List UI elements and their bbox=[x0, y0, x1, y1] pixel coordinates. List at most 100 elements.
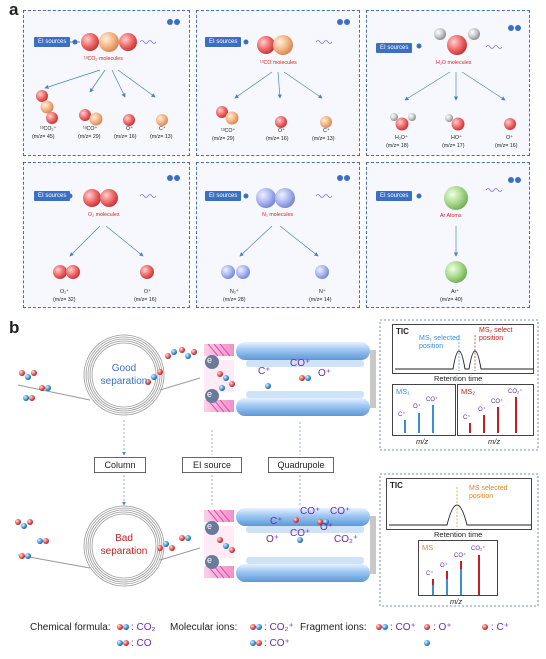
fragment-ion: O₂⁺ bbox=[60, 289, 69, 295]
quadrupole-rods-bottom bbox=[236, 508, 376, 582]
ms2-chart: MS₂ C⁺ O⁺ CO⁺ CO₂⁺ bbox=[457, 384, 534, 436]
peak-label: C⁺ bbox=[426, 571, 434, 577]
ms-bottom-chart: MS C⁺ O⁺ CO⁺ CO₂⁺ bbox=[418, 540, 498, 596]
fragment-mz: (m/z= 32) bbox=[53, 297, 76, 303]
tic-top-chart: TIC MS₁ selected position MS₂ select pos… bbox=[392, 324, 534, 374]
electron-label: e bbox=[207, 389, 213, 399]
column-label: Column bbox=[94, 457, 146, 473]
peak-label: CO⁺ bbox=[454, 553, 467, 559]
tic-bottom-xlabel: Retention time bbox=[434, 530, 483, 539]
fragment-ion: C⁺ bbox=[323, 128, 330, 134]
quadrupole-rods-top bbox=[236, 342, 376, 416]
fragment-ion: N⁺ bbox=[319, 289, 326, 295]
ion-label: CO⁺ bbox=[290, 358, 311, 369]
fragment-mz: (m/z= 16) bbox=[134, 297, 157, 303]
ei-source-tag: EI sources bbox=[376, 191, 413, 201]
peak-label: CO⁺ bbox=[491, 399, 504, 405]
legend-frag-co: : CO⁺ bbox=[390, 622, 416, 633]
peak-label: O⁺ bbox=[478, 407, 486, 413]
fragment-mz: (m/z= 18) bbox=[386, 143, 409, 149]
molecule-label: Ar Atoms bbox=[440, 213, 462, 219]
molecule-label: H₂O molecules bbox=[436, 60, 472, 66]
ms-bottom-bars bbox=[432, 555, 480, 595]
ms1-title: MS₁ bbox=[396, 387, 410, 396]
peak-label: CO⁺ bbox=[426, 397, 439, 403]
ion-label: C⁺ bbox=[258, 366, 271, 377]
ms2-xlabel: m/z bbox=[488, 437, 501, 446]
electron-label: e bbox=[207, 355, 213, 365]
tic-title: TIC bbox=[396, 327, 409, 336]
good-separation-label: Good separation bbox=[100, 363, 148, 387]
fragment-mz: (m/z= 29) bbox=[212, 136, 235, 142]
peak-label: O⁺ bbox=[440, 563, 448, 569]
bad-separation-label: Bad separation bbox=[100, 533, 148, 557]
fragment-ion: N₂⁺ bbox=[230, 289, 239, 295]
fragment-ion: C⁺ bbox=[159, 126, 166, 132]
peak-label: CO₂⁺ bbox=[471, 546, 486, 552]
fragment-mz: (m/z= 28) bbox=[223, 297, 246, 303]
tic-bottom-chart: TIC MS selected position bbox=[386, 478, 532, 530]
peak-label: CO₂⁺ bbox=[508, 389, 523, 395]
panel-co bbox=[196, 10, 360, 156]
panel-ar bbox=[366, 162, 530, 308]
fragment-mz: (m/z= 29) bbox=[78, 134, 101, 140]
quadrupole-label: Quadrupole bbox=[268, 457, 334, 473]
ms1-xlabel: m/z bbox=[416, 437, 429, 446]
peak-label: O⁺ bbox=[413, 404, 421, 410]
ei-source-tag: EI sources bbox=[376, 43, 413, 53]
panel-o2 bbox=[23, 162, 190, 308]
ion-label: CO⁺ bbox=[330, 506, 351, 517]
fragment-ion: O⁺ bbox=[144, 289, 151, 295]
ms-selected-label: MS selected position bbox=[469, 485, 508, 500]
ms1-selected-label: MS₁ selected position bbox=[419, 335, 460, 350]
column-coil-top bbox=[83, 334, 165, 416]
ms-title: MS bbox=[422, 543, 434, 552]
ei-source-tag: EI sources bbox=[34, 191, 71, 201]
ei-source-tag: EI sources bbox=[34, 37, 71, 47]
peak-label: C⁺ bbox=[463, 415, 471, 421]
panel-h2o bbox=[366, 10, 530, 156]
ms-bottom-xlabel: m/z bbox=[450, 597, 463, 606]
fragment-ion: O⁺ bbox=[126, 126, 133, 132]
legend-chem-formula: Chemical formula: bbox=[30, 622, 111, 633]
ion-label: O⁺ bbox=[266, 534, 280, 545]
legend-fragment-ions: Fragment ions: bbox=[300, 622, 367, 633]
fragment-ion: O⁺ bbox=[278, 128, 285, 134]
fragment-mz: (m/z= 17) bbox=[442, 143, 465, 149]
legend-co2-ion: : CO₂⁺ bbox=[264, 622, 294, 633]
molecule-label: ¹³CO₂ molecules bbox=[84, 56, 123, 62]
fragment-ion: O⁺ bbox=[506, 135, 513, 141]
fragment-ion: ¹³CO⁺ bbox=[83, 126, 98, 132]
ion-label: C⁺ bbox=[270, 516, 283, 527]
legend-co-ion: : CO⁺ bbox=[264, 638, 290, 649]
molecule-label: ¹³CO molecules bbox=[260, 60, 297, 66]
fragment-ion: ¹³CO₂⁺ bbox=[40, 126, 57, 132]
peak-label: C⁺ bbox=[398, 412, 406, 418]
fragment-mz: (m/z= 13) bbox=[312, 136, 335, 142]
fragment-mz: (m/z= 45) bbox=[32, 134, 55, 140]
electron-label: e bbox=[207, 555, 213, 565]
panel-b-label: b bbox=[9, 318, 20, 337]
ms1-bars bbox=[404, 405, 434, 433]
legend-frag-c: : C⁺ bbox=[491, 622, 510, 633]
fragment-mz: (m/z= 16) bbox=[266, 136, 289, 142]
tic-top-xlabel: Retention time bbox=[434, 374, 483, 383]
electron-label: e bbox=[207, 521, 213, 531]
legend-frag-o: : O⁺ bbox=[433, 622, 452, 633]
fragment-ion: H₂O⁺ bbox=[395, 135, 408, 141]
molecule-label: O₂ molecules bbox=[88, 212, 120, 218]
ms1-chart: MS₁ C⁺ O⁺ CO⁺ bbox=[392, 384, 456, 436]
ei-source-tag: EI sources bbox=[205, 37, 242, 47]
molecule-label: N₂ molecules bbox=[262, 212, 294, 218]
fragment-mz: (m/z= 16) bbox=[495, 143, 518, 149]
ion-label: CO⁺ bbox=[300, 506, 321, 517]
ms2-bars bbox=[469, 397, 517, 433]
ion-label: O⁺ bbox=[320, 522, 334, 533]
fragment-mz: (m/z= 40) bbox=[440, 297, 463, 303]
fragment-mz: (m/z= 13) bbox=[150, 134, 173, 140]
panel-n2 bbox=[196, 162, 360, 308]
tic-top-trace bbox=[395, 335, 533, 371]
legend-molecular-ions: Molecular ions: bbox=[170, 622, 238, 633]
tic-title: TIC bbox=[390, 481, 403, 490]
